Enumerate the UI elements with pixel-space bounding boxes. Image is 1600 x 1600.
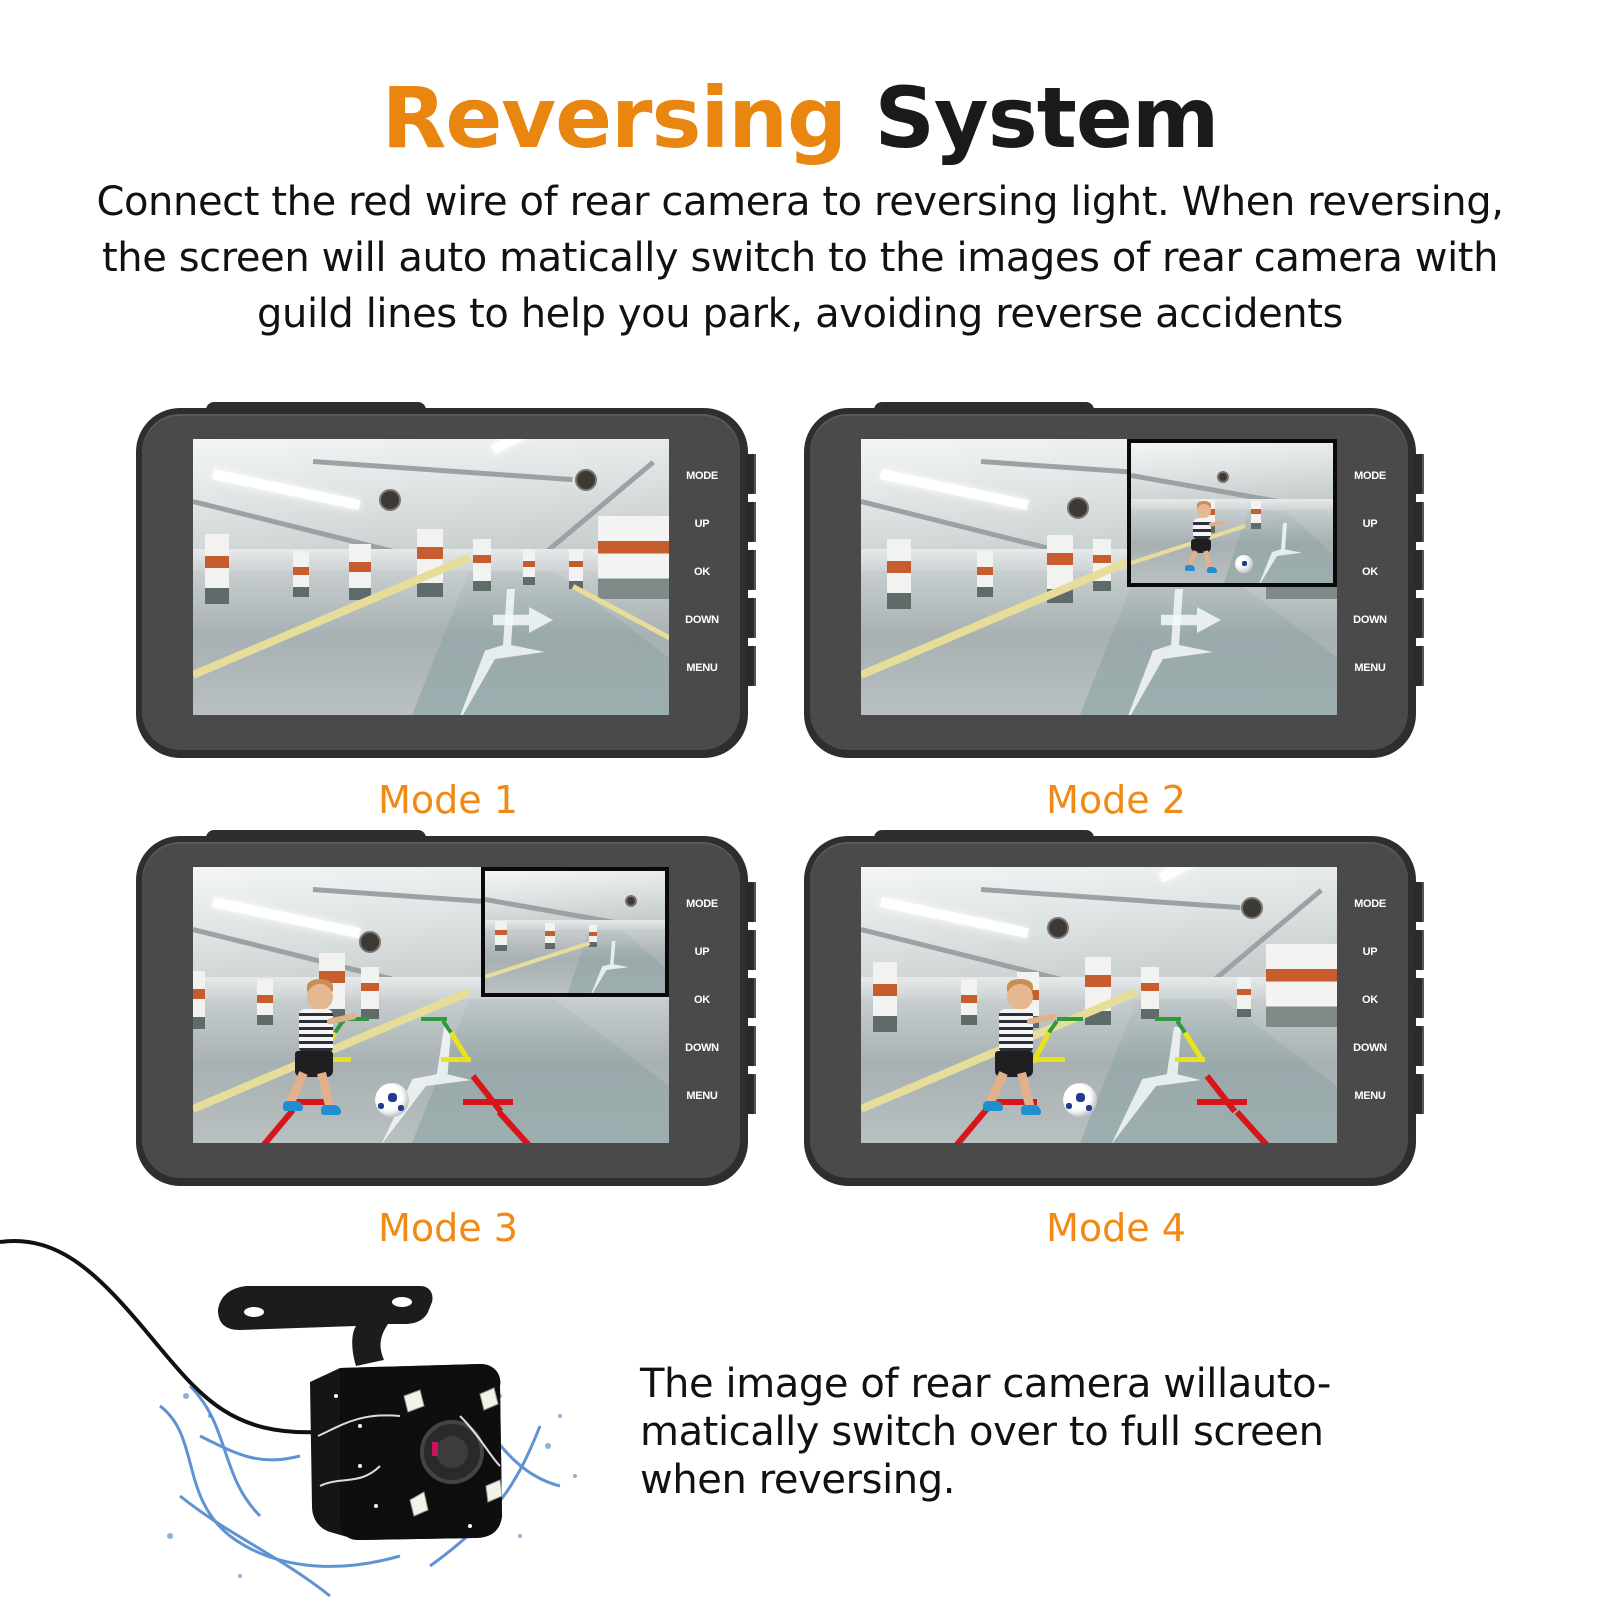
rear-camera-note: The image of rear camera willauto- matic… xyxy=(640,1360,1540,1504)
mode-button[interactable]: MODE xyxy=(686,470,718,482)
soccer-ball xyxy=(1063,1083,1097,1117)
child-figure xyxy=(981,979,1057,1119)
note-line: matically switch over to full screen xyxy=(640,1409,1324,1455)
soccer-ball xyxy=(375,1083,409,1117)
down-button[interactable]: DOWN xyxy=(685,614,719,626)
down-button[interactable]: DOWN xyxy=(685,1042,719,1054)
child-figure xyxy=(1183,501,1226,577)
title-accent: Reversing xyxy=(381,69,848,167)
rear-camera-pip xyxy=(1127,439,1337,587)
intro-paragraph: Connect the red wire of rear camera to r… xyxy=(40,174,1560,342)
parking-garage-scene-rear xyxy=(861,867,1337,1143)
device-side-buttons xyxy=(1414,454,1426,690)
device-screen xyxy=(861,439,1337,715)
device-side-buttons xyxy=(1414,882,1426,1118)
guide-line-far-left xyxy=(1057,1017,1083,1021)
mode-button[interactable]: MODE xyxy=(1354,898,1386,910)
title-rest: System xyxy=(874,69,1219,167)
dashcam-device-mode-4: MODE UP OK DOWN MENU xyxy=(804,830,1426,1186)
up-button[interactable]: UP xyxy=(1362,518,1378,530)
dashcam-device-mode-3: MODE UP OK DOWN MENU xyxy=(136,830,758,1186)
device-top-edge xyxy=(206,402,426,412)
front-camera-pip xyxy=(481,867,669,997)
menu-button[interactable]: MENU xyxy=(686,662,718,674)
dashcam-device-mode-1: MODE UP OK DOWN MENU xyxy=(136,402,758,758)
ceiling-lamp xyxy=(379,489,401,511)
mode-label: Mode 4 xyxy=(1046,1206,1186,1250)
dashcam-device-mode-2: MODE UP OK DOWN MENU xyxy=(804,402,1426,758)
menu-button[interactable]: MENU xyxy=(1354,1090,1386,1102)
rear-camera-illustration xyxy=(0,1239,577,1598)
note-line: The image of rear camera willauto- xyxy=(640,1361,1331,1407)
ok-button[interactable]: OK xyxy=(694,566,710,578)
device-button-labels: MODE UP OK DOWN MENU xyxy=(676,470,728,710)
rear-camera-icon xyxy=(0,1236,610,1600)
ok-button[interactable]: OK xyxy=(694,994,710,1006)
device-screen xyxy=(861,867,1337,1143)
guide-line-far-right xyxy=(1155,1017,1181,1021)
guide-line-near-right xyxy=(463,1099,513,1105)
menu-button[interactable]: MENU xyxy=(1354,662,1386,674)
device-screen xyxy=(193,439,669,715)
up-button[interactable]: UP xyxy=(1362,946,1378,958)
intro-line: Connect the red wire of rear camera to r… xyxy=(96,179,1504,225)
device-screen xyxy=(193,867,669,1143)
device-button-labels: MODE UP OK DOWN MENU xyxy=(1344,470,1396,710)
menu-button[interactable]: MENU xyxy=(686,1090,718,1102)
ok-button[interactable]: OK xyxy=(1362,994,1378,1006)
intro-line: the screen will auto matically switch to… xyxy=(101,235,1499,281)
up-button[interactable]: UP xyxy=(694,946,710,958)
down-button[interactable]: DOWN xyxy=(1353,614,1387,626)
device-button-labels: MODE UP OK DOWN MENU xyxy=(676,898,728,1138)
mode-label: Mode 2 xyxy=(1046,778,1186,822)
guide-line-near-right xyxy=(1197,1099,1247,1105)
up-button[interactable]: UP xyxy=(694,518,710,530)
device-side-buttons xyxy=(746,454,758,690)
guide-line-far-right xyxy=(421,1017,447,1021)
mode-label: Mode 1 xyxy=(378,778,518,822)
down-button[interactable]: DOWN xyxy=(1353,1042,1387,1054)
device-side-buttons xyxy=(746,882,758,1118)
page-title: Reversing System xyxy=(0,68,1600,168)
parking-garage-scene xyxy=(193,439,669,715)
intro-line: guild lines to help you park, avoiding r… xyxy=(257,291,1343,337)
note-line: when reversing. xyxy=(640,1457,956,1503)
mode-label: Mode 3 xyxy=(378,1206,518,1250)
soccer-ball xyxy=(1235,555,1253,573)
parking-garage-scene xyxy=(485,871,665,993)
parking-garage-scene-rear xyxy=(1131,443,1333,583)
device-button-labels: MODE UP OK DOWN MENU xyxy=(1344,898,1396,1138)
mode-button[interactable]: MODE xyxy=(686,898,718,910)
guide-line-far-left xyxy=(343,1017,369,1021)
ok-button[interactable]: OK xyxy=(1362,566,1378,578)
child-figure xyxy=(281,979,357,1119)
mode-button[interactable]: MODE xyxy=(1354,470,1386,482)
